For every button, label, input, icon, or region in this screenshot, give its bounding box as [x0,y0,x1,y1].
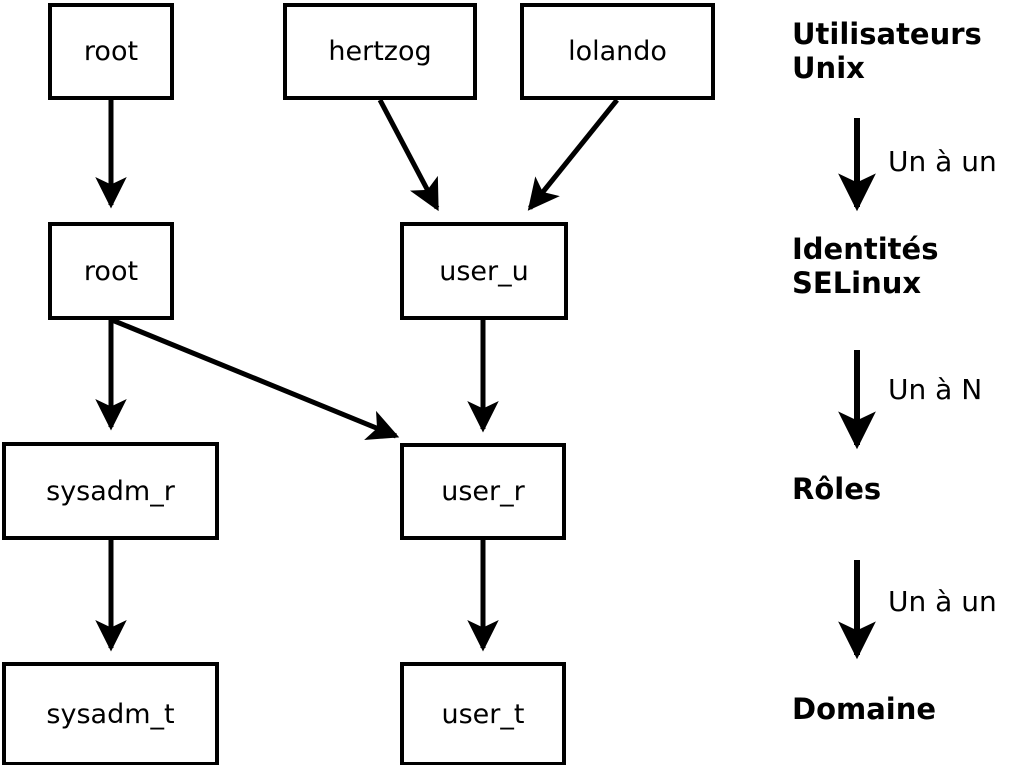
node-label: user_u [439,255,529,287]
stage-unix-users: Utilisateurs Unix [792,17,982,86]
stage-domains: Domaine [792,692,937,726]
node-identity-root[interactable]: root [48,222,174,320]
node-domain-sysadm-t[interactable]: sysadm_t [2,662,219,765]
node-label: sysadm_r [46,475,175,507]
stage-roles: Rôles [792,472,882,506]
node-identity-user-u[interactable]: user_u [400,222,568,320]
cardinality-users-to-identities: Un à un [888,145,997,178]
edge-identity-root-to-user-r [111,317,400,440]
node-label: sysadm_t [46,698,175,730]
cardinality-identities-to-roles: Un à N [888,373,983,406]
node-label: user_r [441,476,525,507]
node-role-sysadm-r[interactable]: sysadm_r [2,442,219,540]
node-label: root [83,36,139,67]
node-unix-root[interactable]: root [48,3,174,100]
node-label: hertzog [328,36,432,67]
node-label: lolando [568,36,667,67]
node-label: root [83,255,139,287]
stage-selinux-identities: Identités SELinux [792,232,939,301]
node-role-user-r[interactable]: user_r [400,443,566,540]
node-domain-user-t[interactable]: user_t [400,662,566,765]
node-label: user_t [441,698,525,730]
edge-lolando-to-user-u [527,98,619,211]
cardinality-roles-to-domains: Un à un [888,585,997,618]
node-unix-lolando[interactable]: lolando [520,3,715,100]
node-unix-hertzog[interactable]: hertzog [283,3,477,100]
edge-hertzog-to-user-u [377,98,440,212]
